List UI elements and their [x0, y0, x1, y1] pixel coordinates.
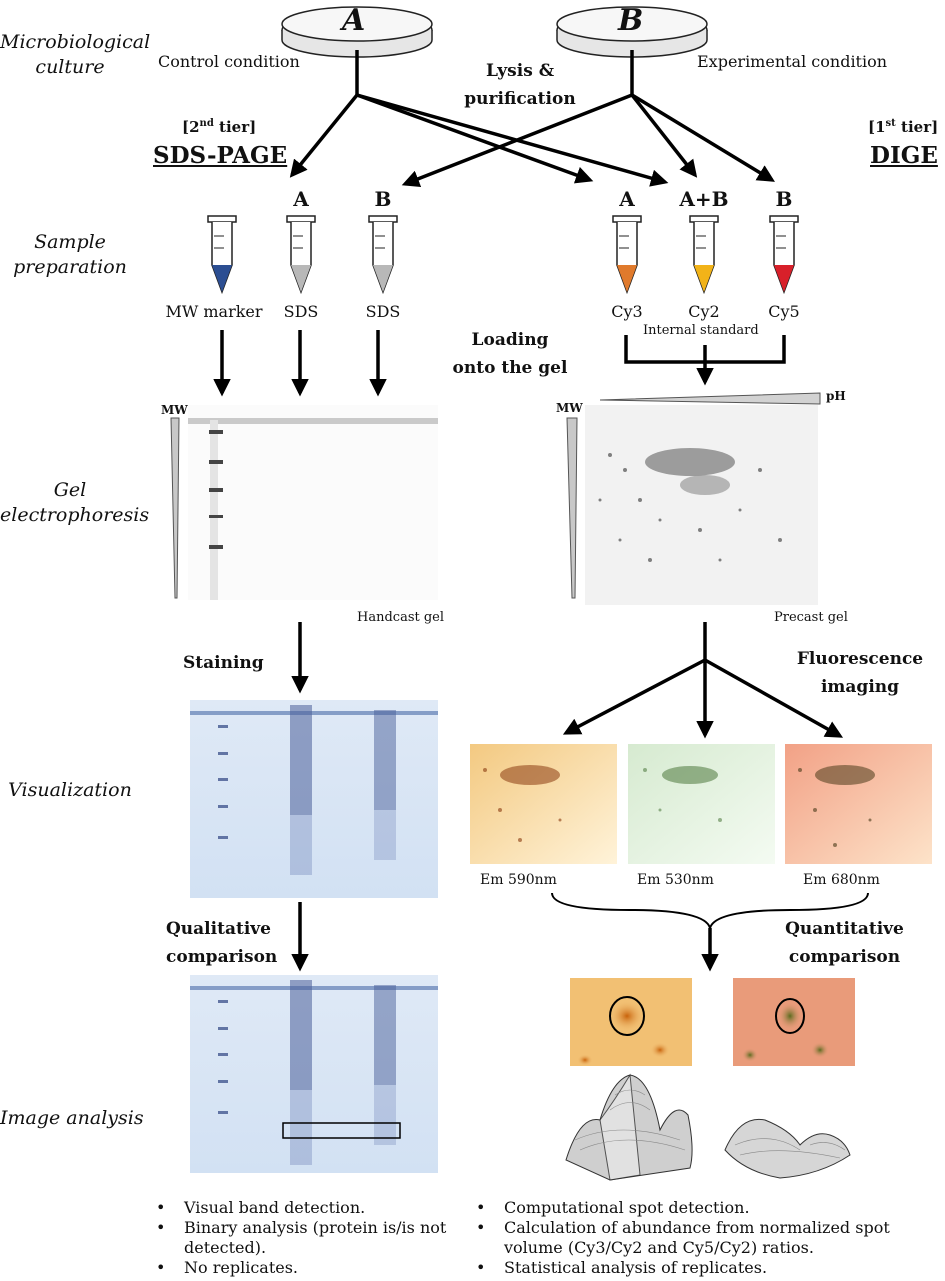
tube-sds-b [368, 215, 398, 295]
sample-letter-dige-b: B [775, 187, 793, 211]
bullet-right-3: Statistical analysis of replicates. [472, 1258, 938, 1278]
sample-letter-sds-a: A [293, 187, 309, 211]
sds-page-summary: Visual band detection. Binary analysis (… [152, 1198, 448, 1278]
fluorescence-label-line2: imaging [820, 677, 900, 697]
tube-label-cy5: Cy5 [768, 302, 800, 321]
sample-letter-dige-a: A [619, 187, 635, 211]
tier-right-label: [1st tier] [868, 118, 938, 136]
fluorescence-label: Fluorescence imaging [790, 645, 930, 701]
selection-box [282, 1122, 401, 1139]
bullet-left-1: Visual band detection. [152, 1198, 448, 1218]
bullet-left-2: Binary analysis (protein is/is not detec… [152, 1218, 448, 1258]
stage-label-sample-line2: preparation [13, 256, 127, 278]
loading-label-line1: Loading [471, 330, 549, 350]
analysis-gel [190, 975, 438, 1173]
tier-right-prefix: [1 [868, 118, 886, 136]
ph-axis-label: pH [826, 389, 846, 403]
tier-right-sup: st [885, 118, 896, 129]
stage-label-image-analysis: Image analysis [0, 1107, 144, 1129]
bullet-right-2: Calculation of abundance from normalized… [472, 1218, 938, 1258]
stage-label-visualization: Visualization [8, 779, 132, 801]
loading-label-line2: onto the gel [452, 358, 568, 378]
handcast-gel [170, 405, 438, 600]
mw-axis-label-right: MW [556, 401, 583, 415]
control-condition-label: Control condition [158, 52, 300, 71]
tier-left-suffix: tier] [213, 118, 257, 136]
dige-summary: Computational spot detection. Calculatio… [472, 1198, 938, 1278]
tube-label-cy3: Cy3 [611, 302, 643, 321]
dish-label-a: A [342, 3, 366, 38]
lysis-label-line1: Lysis & [485, 61, 555, 81]
peak-3d-cy5 [724, 1118, 851, 1179]
tube-sds-a [286, 215, 316, 295]
loading-label: Loading onto the gel [445, 326, 575, 382]
stained-gel [190, 700, 438, 898]
precast-gel-caption: Precast gel [774, 610, 848, 625]
tube-mw-marker [207, 215, 237, 295]
stage-label-culture-line2: culture [35, 56, 105, 78]
tube-label-cy2: Cy2 [688, 302, 720, 321]
tube-label-mw: MW marker [165, 302, 263, 321]
stage-label-culture: Microbiological culture [0, 30, 151, 80]
experimental-condition-label: Experimental condition [697, 52, 888, 71]
sample-letter-dige-ab: A+B [679, 187, 729, 211]
tier-left-label: [2nd tier] [182, 118, 256, 136]
dish-label-b: B [618, 3, 644, 38]
lysis-label-line2: purification [464, 89, 576, 109]
staining-label: Staining [183, 653, 264, 673]
sample-letter-sds-b: B [374, 187, 392, 211]
qualitative-label-line2: comparison [166, 947, 278, 967]
stage-label-sample: Sample preparation [0, 230, 140, 280]
stage-label-gel: Gel electrophoresis [0, 478, 150, 528]
stage-label-gel-line1: Gel [53, 479, 87, 501]
emission-cy2: Em 530nm [637, 872, 714, 888]
dige-title: DIGE [870, 142, 938, 169]
precast-gel [566, 392, 821, 605]
fluor-image-cy3 [470, 744, 617, 864]
quantitative-label: Quantitative comparison [782, 915, 907, 971]
emission-cy3: Em 590nm [480, 872, 557, 888]
internal-standard-label: Internal standard [643, 323, 759, 338]
tube-label-sds-a: SDS [283, 302, 319, 321]
fluor-image-cy5 [785, 744, 932, 864]
qualitative-label-line1: Qualitative [166, 919, 271, 939]
zoom-panel-cy5 [733, 978, 855, 1066]
stage-label-culture-line1: Microbiological [0, 31, 151, 53]
tube-cy2 [689, 215, 719, 295]
post-gel-arrows [291, 622, 844, 972]
fluor-image-cy2 [628, 744, 775, 864]
peak-3d-cy3 [565, 1073, 693, 1181]
loading-arrows [213, 330, 786, 397]
tube-cy3 [612, 215, 642, 295]
zoom-panel-cy3 [570, 978, 692, 1066]
stage-label-sample-line1: Sample [34, 231, 106, 253]
quantitative-label-line1: Quantitative [785, 919, 904, 939]
bullet-left-3: No replicates. [152, 1258, 448, 1278]
mw-axis-label-left: MW [161, 403, 188, 417]
stage-label-gel-line2: electrophoresis [0, 504, 150, 526]
tier-left-prefix: [2 [182, 118, 200, 136]
lysis-arrows [289, 50, 775, 188]
fluorescence-label-line1: Fluorescence [796, 649, 924, 669]
tube-label-sds-b: SDS [365, 302, 401, 321]
tier-right-suffix: tier] [895, 118, 939, 136]
sds-page-title: SDS-PAGE [153, 142, 288, 169]
bullet-right-1: Computational spot detection. [472, 1198, 938, 1218]
qualitative-label: Qualitative comparison [166, 915, 278, 971]
emission-cy5: Em 680nm [803, 872, 880, 888]
lysis-label: Lysis & purification [440, 57, 600, 113]
tier-left-sup: nd [199, 118, 214, 129]
quantitative-label-line2: comparison [788, 947, 901, 967]
handcast-gel-caption: Handcast gel [357, 610, 445, 625]
tube-cy5 [769, 215, 799, 295]
